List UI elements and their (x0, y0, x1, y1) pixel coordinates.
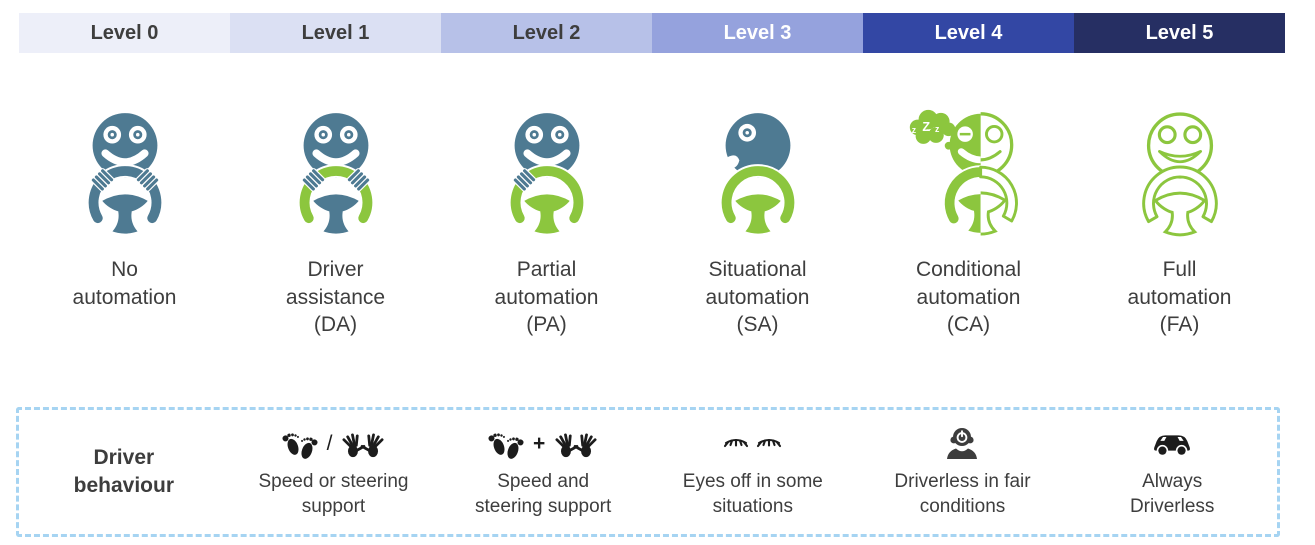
car-icon (1154, 435, 1191, 457)
header-cell-level-0: Level 0 (19, 13, 230, 53)
header-cell-level-5: Level 5 (1074, 13, 1285, 53)
behaviour-item-level-1: / Speed or steering support (229, 425, 439, 519)
behaviour-label: Eyes off in some situations (682, 470, 823, 517)
level-label-3: Situational automation (SA) (705, 258, 810, 337)
driver-both-hands-assisted-rim-icon (282, 113, 390, 237)
feet-icon (281, 430, 318, 460)
driver-both-hands-manual-wheel-icon (71, 113, 179, 237)
hands-icon (555, 433, 597, 459)
svg-text:z: z (935, 124, 940, 134)
level-label-4: Conditional automation (CA) (915, 258, 1022, 337)
level-header-bar: Level 0 Level 1 Level 2 Level 3 Level 4 … (19, 13, 1285, 53)
level-label-1: Driver assistance (DA) (285, 258, 386, 337)
closed-eyes-icon (723, 438, 781, 447)
header-cell-level-1: Level 1 (230, 13, 441, 53)
behaviour-label: Driverless in fair conditions (894, 470, 1031, 517)
driver-looking-away-automated-wheel-icon (704, 113, 812, 237)
behaviour-item-level-4: Driverless in fair conditions (858, 425, 1068, 519)
svg-text:Z: Z (922, 120, 930, 134)
level-label-5: Full automation (FA) (1127, 258, 1232, 337)
level-label-2: Partial automation (PA) (494, 258, 599, 337)
header-cell-level-3: Level 3 (652, 13, 863, 53)
level-labels-row: No automation Driver assistance (DA) Par… (19, 256, 1285, 339)
driverless-outline-wheel-icon (1141, 112, 1218, 237)
level-label-0: No automation (72, 258, 177, 309)
driver-icons-row: z Z z (19, 100, 1285, 238)
behaviour-label: Speed or steering support (258, 470, 409, 517)
driver-behaviour-box: Driver behaviour / Speed or steering sup… (16, 407, 1280, 537)
behaviour-label: Always Driverless (1129, 470, 1215, 517)
driver-sleeping-half-automated-icon: z Z z (909, 109, 1018, 236)
autopilot-person-icon (947, 427, 978, 459)
behaviour-label: Speed and steering support (475, 470, 612, 517)
hands-icon (342, 433, 384, 459)
plus-separator: + (533, 431, 546, 455)
svg-text:z: z (911, 125, 916, 135)
behaviour-item-level-5: Always Driverless (1067, 425, 1277, 519)
behaviour-item-level-3: Eyes off in some situations (648, 425, 858, 519)
driver-behaviour-row-label: Driver behaviour (73, 445, 174, 497)
slash-separator: / (326, 431, 333, 455)
header-cell-level-4: Level 4 (863, 13, 1074, 53)
feet-icon (488, 430, 525, 460)
header-cell-level-2: Level 2 (441, 13, 652, 53)
behaviour-item-level-2: + Speed and steering support (438, 425, 648, 519)
driver-one-hand-automated-wheel-icon (493, 113, 601, 237)
